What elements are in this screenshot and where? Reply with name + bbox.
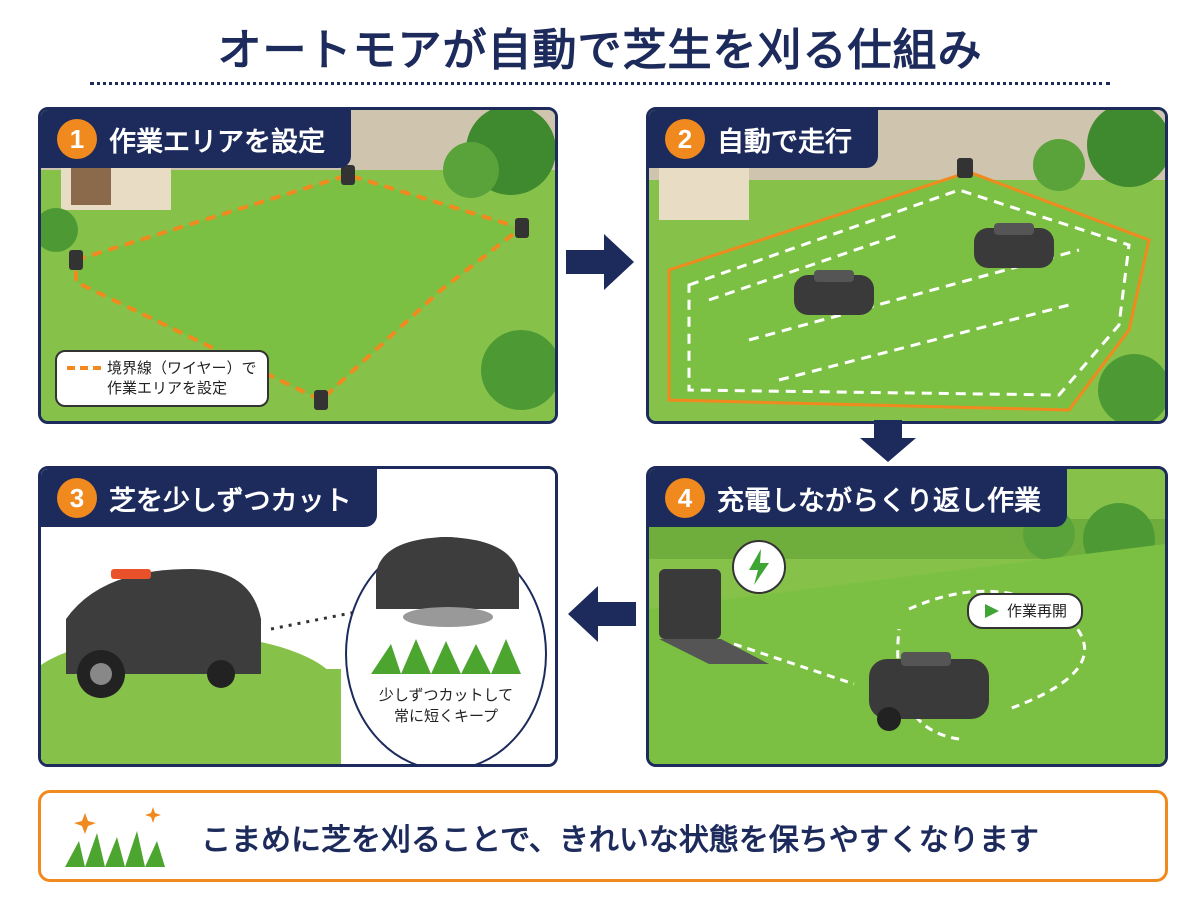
cut-callout-line2: 常に短くキープ [393, 707, 499, 725]
grass-icon [65, 807, 165, 867]
step-4-number: 4 [665, 478, 705, 518]
resume-callout-label: 作業再開 [1007, 602, 1068, 620]
down-arrow-icon [860, 420, 916, 462]
step-1-panel: 1 作業エリアを設定 境界線（ワイヤー）で 作業エリアを設定 [38, 107, 558, 424]
summary-box: こまめに芝を刈ることで、きれいな状態を保ちやすくなります [38, 790, 1168, 882]
step-3-banner: 3 芝を少しずつカット [41, 469, 378, 527]
step-1-banner: 1 作業エリアを設定 [41, 110, 351, 168]
sparkle-icon [74, 813, 96, 834]
step-3-panel: 3 芝を少しずつカット 少しずつカットして 常に短くキープ [38, 466, 558, 767]
page-title: オートモアが自動で芝生を刈る仕組み [217, 25, 983, 76]
step-1-title: 作業エリアを設定 [109, 126, 325, 158]
right-arrow-icon [566, 234, 634, 290]
title-divider [90, 82, 1110, 85]
resume-callout: 作業再開 [967, 593, 1084, 630]
step-2-banner: 2 自動で走行 [649, 110, 878, 168]
step-4-banner: 4 充電しながらくり返し作業 [649, 469, 1067, 527]
boundary-callout-line2: 作業エリアを設定 [107, 379, 228, 398]
step-2-panel: 2 自動で走行 [646, 107, 1168, 424]
step-2-title: 自動で走行 [717, 126, 852, 158]
cut-callout-line1: 少しずつカットして [378, 686, 514, 704]
lightning-icon [732, 540, 786, 594]
cut-callout: 少しずつカットして 常に短くキープ [371, 685, 521, 727]
left-arrow-icon [568, 586, 636, 642]
boundary-callout-line1: 境界線（ワイヤー）で [107, 359, 257, 377]
boundary-callout: 境界線（ワイヤー）で 作業エリアを設定 [55, 350, 269, 407]
step-4-title: 充電しながらくり返し作業 [717, 485, 1041, 517]
boundary-wire-legend-icon [67, 366, 101, 371]
step-4-panel: 4 充電しながらくり返し作業 作業再開 [646, 466, 1168, 767]
step-3-title: 芝を少しずつカット [109, 485, 352, 517]
step-1-number: 1 [57, 119, 97, 159]
step-2-number: 2 [665, 119, 705, 159]
summary-text: こまめに芝を刈ることで、きれいな状態を保ちやすくなります [201, 823, 1039, 858]
play-icon [985, 604, 999, 619]
step-3-number: 3 [57, 478, 97, 518]
